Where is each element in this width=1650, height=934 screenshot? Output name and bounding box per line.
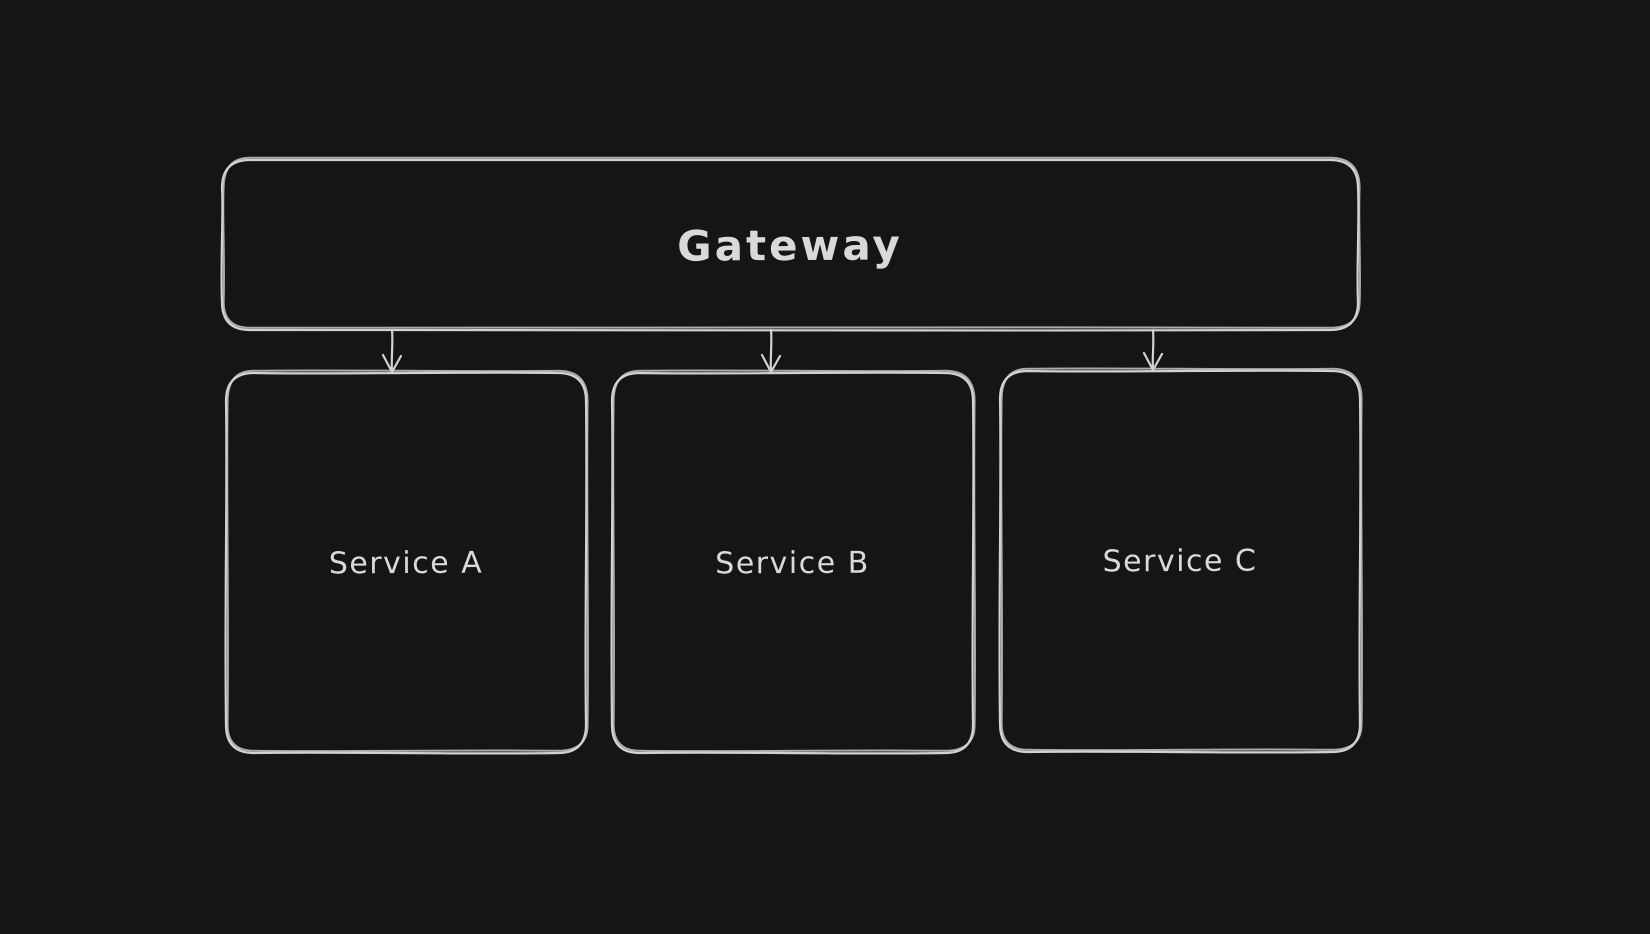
gateway-node[interactable] [220, 156, 1361, 332]
connector-gateway-service-a[interactable] [381, 328, 403, 374]
service-c-node[interactable] [998, 367, 1364, 754]
service-b-node[interactable] [610, 369, 977, 755]
service-a-node[interactable] [224, 369, 590, 755]
connector-gateway-service-c[interactable] [1142, 328, 1164, 372]
connector-gateway-service-b[interactable] [760, 328, 782, 374]
